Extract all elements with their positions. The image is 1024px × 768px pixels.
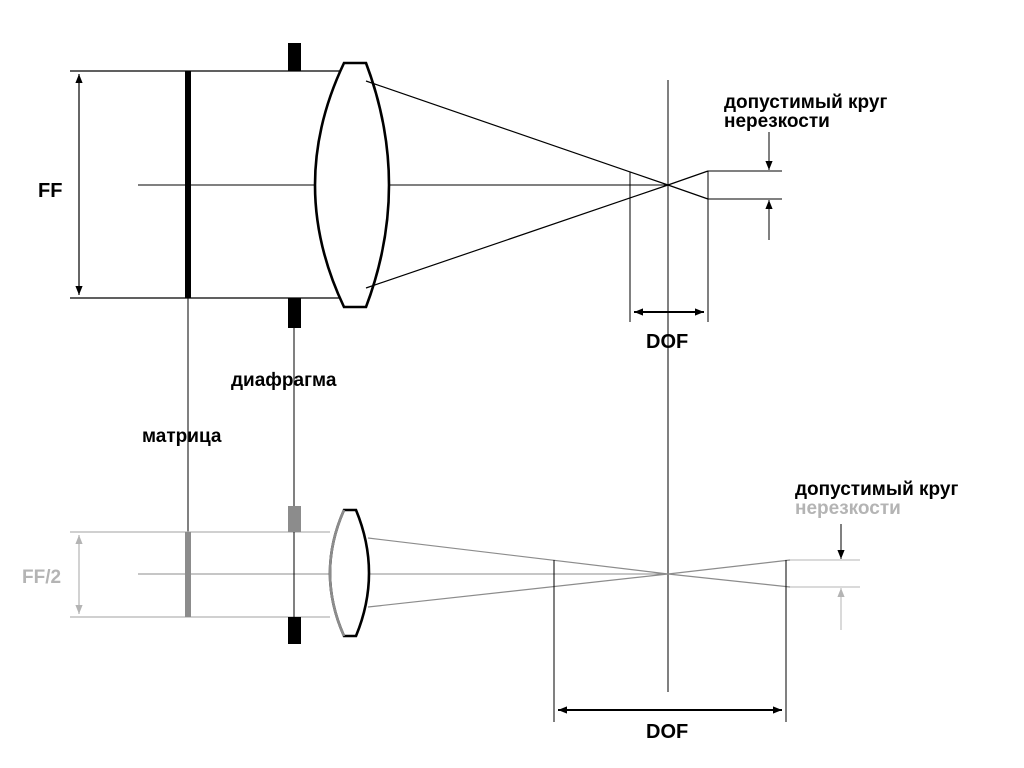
top-diagram: FF DOF допустимый круг нерезкости bbox=[38, 43, 887, 353]
bottom-coc-label-line1: допустимый круг bbox=[795, 479, 958, 500]
top-ray-diverge-upper bbox=[667, 170, 709, 186]
bottom-ray-lower bbox=[367, 573, 669, 608]
top-lens bbox=[313, 61, 391, 309]
bottom-coc-label-line2: нерезкости bbox=[795, 498, 901, 519]
bottom-aperture-blade-upper bbox=[288, 506, 301, 532]
bottom-ray-diverge-lower bbox=[667, 573, 791, 588]
top-aperture-blade-lower bbox=[288, 298, 301, 328]
top-ray-upper bbox=[365, 80, 669, 186]
top-ray-lower bbox=[365, 184, 669, 289]
top-aperture-blade-upper bbox=[288, 43, 301, 71]
top-sensor-size-label: FF bbox=[38, 180, 62, 202]
top-ray-diverge-lower bbox=[667, 184, 709, 200]
top-coc-label-line2: нерезкости bbox=[724, 111, 830, 132]
top-coc-label-line1: допустимый круг bbox=[724, 92, 887, 113]
bottom-ray-upper bbox=[367, 537, 669, 575]
bottom-ray-diverge-upper bbox=[667, 559, 791, 575]
bottom-dof-label: DOF bbox=[646, 721, 688, 743]
sensor-label: матрица bbox=[142, 426, 222, 447]
top-dof-label: DOF bbox=[646, 331, 688, 353]
top-sensor bbox=[185, 71, 191, 298]
aperture-label: диафрагма bbox=[231, 370, 337, 391]
bottom-diagram: FF/2 DOF допустимый круг нерезкости bbox=[22, 479, 958, 743]
bottom-sensor bbox=[185, 532, 191, 617]
bottom-sensor-size-label: FF/2 bbox=[22, 567, 61, 588]
bottom-aperture-blade-lower bbox=[288, 617, 301, 644]
bottom-lens-grey-edge bbox=[328, 509, 346, 637]
